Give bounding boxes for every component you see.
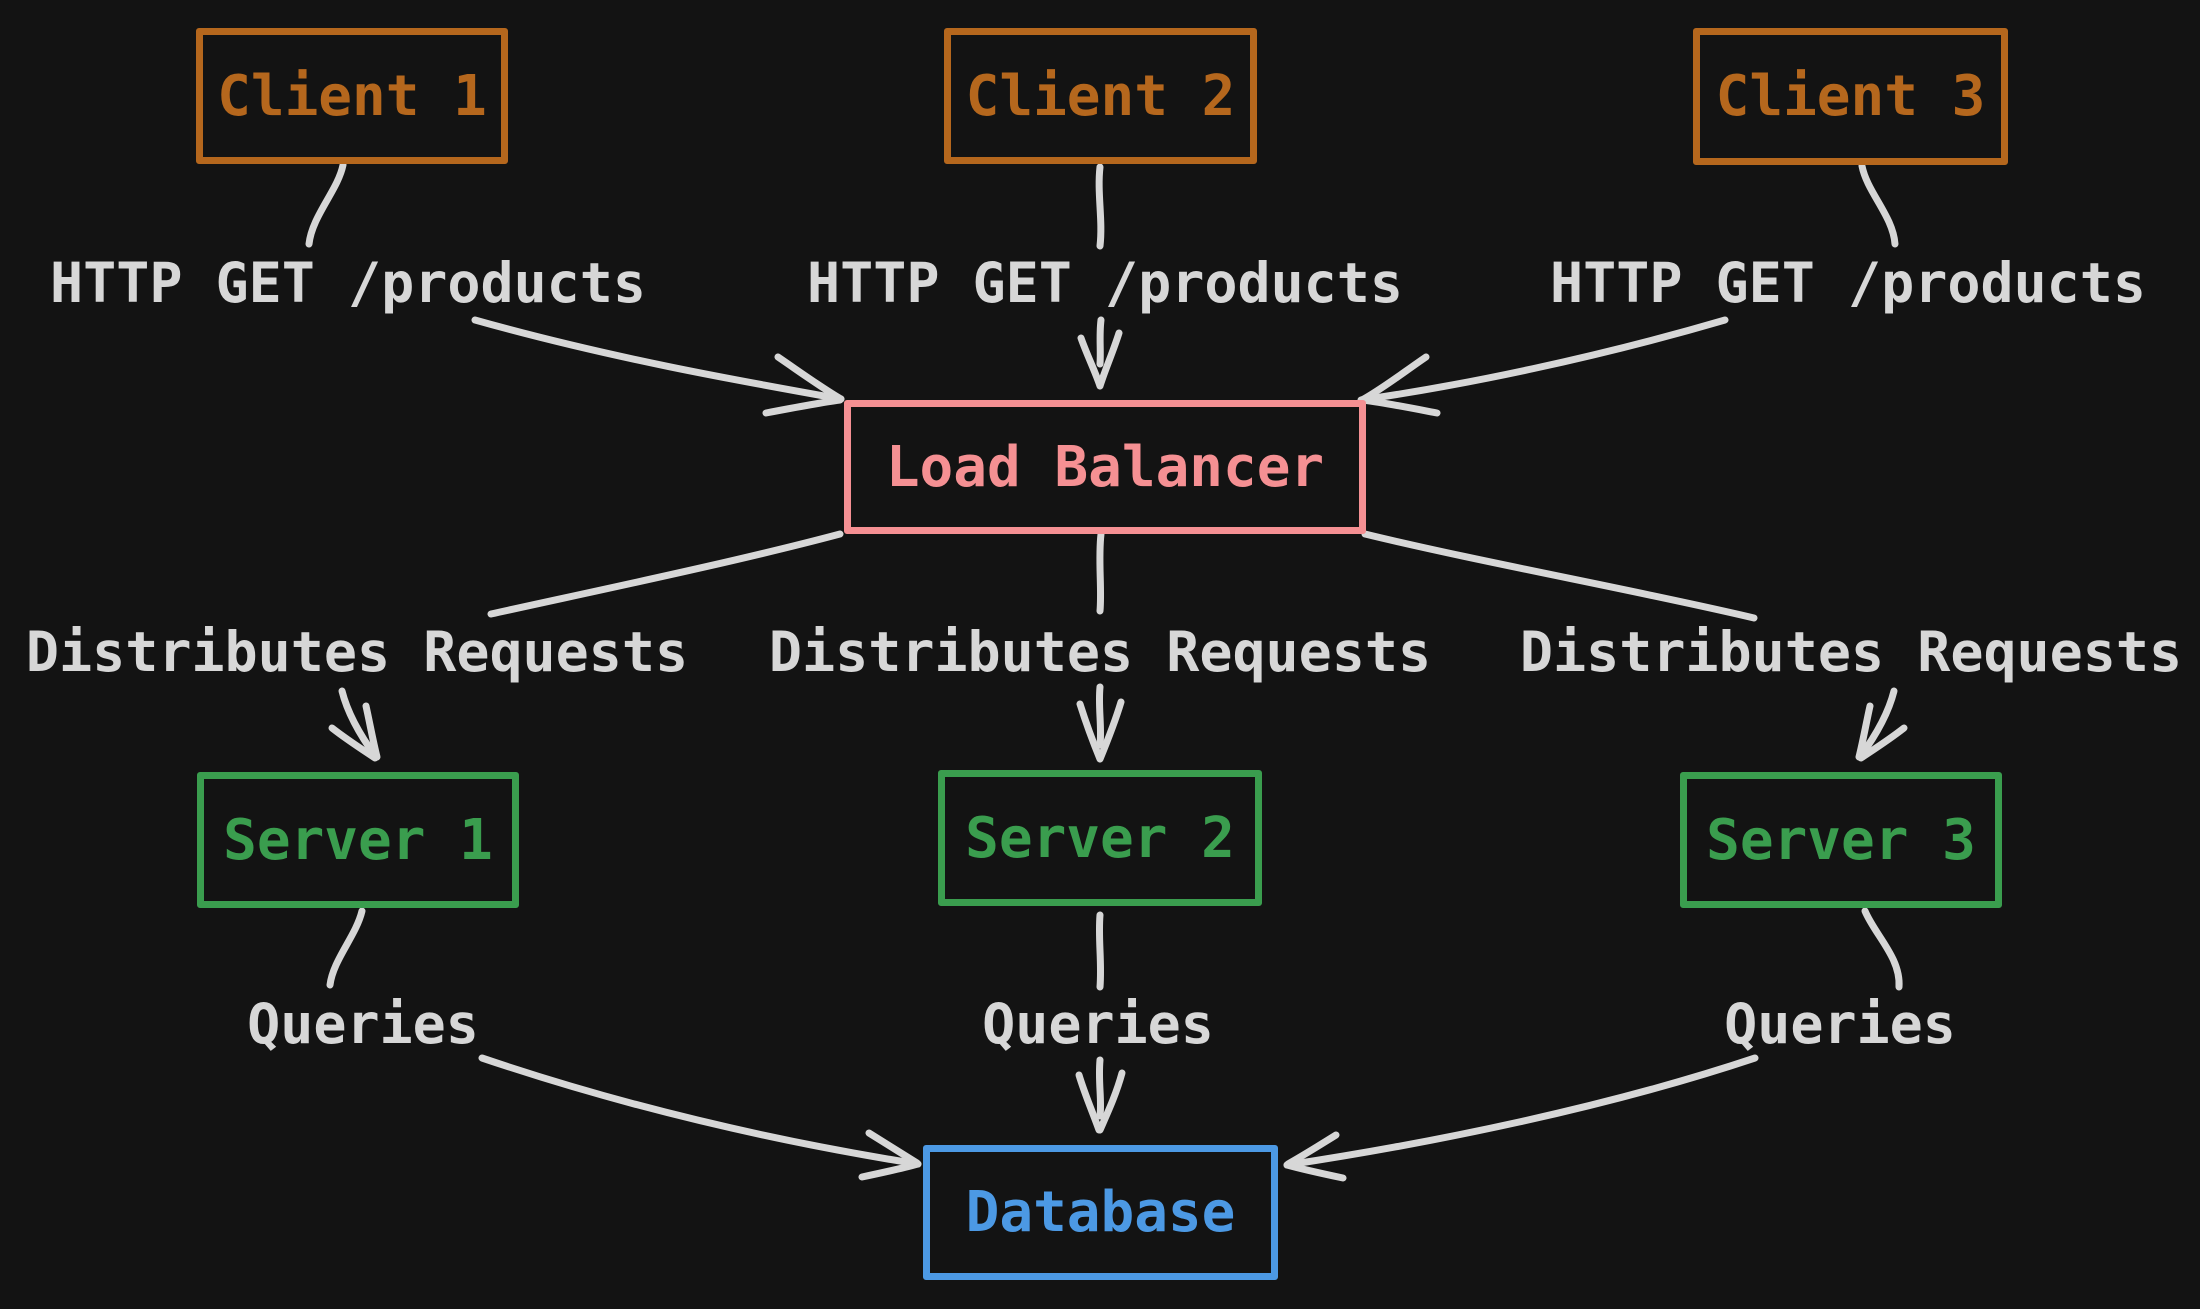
edge-http2-to-lb-arrowhead: [1077, 329, 1123, 390]
client1-node: Client 1: [196, 28, 508, 164]
edge-label-queries-3: Queries: [1724, 992, 1956, 1056]
edge-http3-to-lb-shaft: [1357, 316, 1729, 404]
edge-client3-to-http3: [1858, 162, 1899, 248]
server3-node: Server 3: [1680, 772, 2002, 908]
edge-label-http-get-1: HTTP GET /products: [49, 251, 647, 315]
load-balancer-label: Load Balancer: [885, 434, 1325, 500]
load-balancer-node: Load Balancer: [844, 400, 1366, 534]
edge-label-http-get-2: HTTP GET /products: [806, 251, 1404, 315]
edge-q2-to-db-shaft: [1095, 1056, 1105, 1120]
edge-label-queries-1: Queries: [247, 992, 479, 1056]
client3-label: Client 3: [1715, 64, 1986, 129]
edge-server2-to-q2: [1095, 911, 1105, 991]
edge-http2-to-lb-shaft: [1096, 316, 1105, 368]
edge-label-queries-2: Queries: [982, 992, 1214, 1056]
edge-http1-to-lb-arrowhead: [762, 353, 845, 417]
edge-server1-to-q1: [326, 907, 366, 989]
edge-dist2-to-server2-arrowhead: [1076, 698, 1125, 763]
edge-q2-to-db-arrowhead: [1075, 1069, 1126, 1134]
server1-node: Server 1: [197, 772, 519, 908]
server2-node: Server 2: [938, 770, 1262, 906]
client2-label: Client 2: [965, 63, 1236, 129]
edge-client2-to-http2: [1095, 163, 1105, 250]
edge-server3-to-q3: [1861, 907, 1903, 991]
server3-label: Server 3: [1706, 807, 1976, 873]
edge-label-http-get-3: HTTP GET /products: [1549, 251, 2147, 315]
server1-label: Server 1: [223, 807, 493, 873]
client1-label: Client 1: [217, 63, 487, 129]
edge-lb-to-dist1: [487, 530, 844, 618]
database-label: Database: [965, 1180, 1236, 1245]
edge-q3-to-db-arrowhead: [1283, 1131, 1347, 1182]
edge-http3-to-lb-arrowhead: [1358, 353, 1441, 417]
client2-node: Client 2: [944, 28, 1257, 164]
edge-dist2-to-server2-shaft: [1095, 683, 1105, 749]
edge-dist3-to-server3-arrowhead: [1855, 702, 1908, 762]
edge-client1-to-http1: [305, 161, 347, 248]
edge-label-distributes-2: Distributes Requests: [768, 620, 1432, 684]
edge-lb-to-dist2: [1096, 530, 1105, 615]
client3-node: Client 3: [1693, 28, 2008, 165]
edge-lb-to-dist3: [1361, 530, 1758, 622]
edge-http1-to-lb-shaft: [471, 316, 845, 403]
edge-label-distributes-1: Distributes Requests: [25, 620, 689, 684]
database-node: Database: [923, 1145, 1278, 1280]
edge-q1-to-db-arrowhead: [858, 1129, 922, 1181]
edge-q3-to-db-shaft: [1283, 1054, 1759, 1169]
edge-label-distributes-3: Distributes Requests: [1519, 620, 2183, 684]
edge-dist1-to-server1-arrowhead: [328, 702, 381, 762]
server2-label: Server 2: [965, 805, 1235, 871]
edge-q1-to-db-shaft: [478, 1054, 922, 1168]
